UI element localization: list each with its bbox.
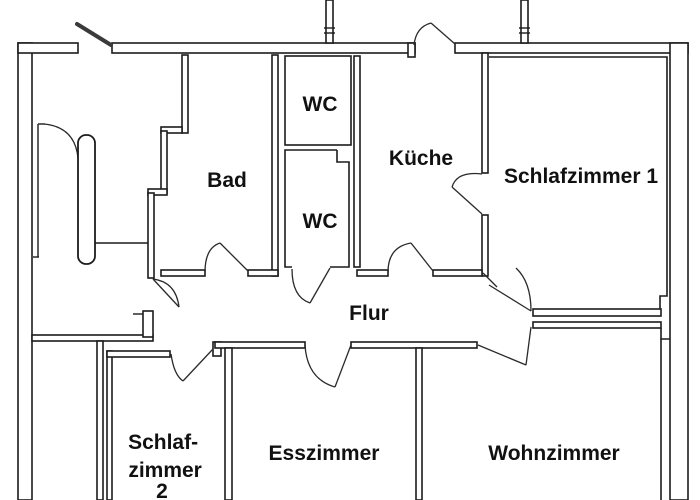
schlafzimmer2-door [170, 348, 214, 382]
room-label-wohnzimmer: Wohnzimmer [488, 442, 619, 465]
room-label-esszimmer: Esszimmer [269, 442, 380, 465]
hall-door-arc [43, 123, 79, 159]
esszimmer-door-arc [304, 344, 336, 388]
bad-door [204, 242, 249, 273]
schlafzimmer2-door-leaf [182, 348, 214, 382]
esszimmer-door-leaf [334, 344, 352, 388]
wc-door-leaf [309, 267, 331, 304]
schlafzimmer1-door-arc [515, 267, 532, 312]
exterior-walls [17, 42, 689, 500]
bad-walls [147, 54, 279, 279]
entrance-door [75, 22, 113, 47]
room-label-wc-bottom: WC [303, 210, 338, 233]
shaft-marks [324, 0, 530, 44]
bad-door-arc [204, 242, 221, 273]
kueche-south-door-leaf [410, 242, 434, 272]
room-label-kueche: Küche [389, 147, 453, 170]
room-label-schlafzimmer1: Schlafzimmer 1 [504, 165, 658, 188]
schlafzimmer2-door-arc [170, 353, 184, 382]
kueche-top-door [413, 22, 456, 46]
entrance-door-leaf [75, 22, 113, 47]
esszimmer-door [304, 344, 352, 388]
kueche-walls [353, 52, 489, 277]
schlafzimmer1-door [482, 267, 532, 312]
kueche-east-door-leaf [451, 186, 483, 215]
wohnzimmer-door-leaf [477, 344, 527, 366]
schlafzimmer1-door-leaf [488, 284, 532, 312]
wc-door-arc [291, 268, 311, 304]
kueche-south-door-arc [387, 242, 412, 273]
flur-west-door-arc [152, 278, 180, 308]
wc-bottom-walls [284, 149, 350, 268]
schlafzimmer1-walls [489, 56, 670, 500]
esszimmer-walls [415, 347, 423, 500]
wc-top-walls [284, 55, 352, 146]
open-door-panel [77, 134, 96, 265]
room-labels: Bad WC WC Küche Schlafzimmer 1 Flur Schl… [128, 93, 658, 500]
room-label-flur: Flur [349, 302, 389, 325]
flur-west-door-leaf [152, 278, 180, 308]
kueche-south-door [387, 242, 434, 273]
wohnzimmer-door [477, 326, 532, 366]
kueche-balcony-door-leaf [430, 22, 456, 45]
room-label-wc-top: WC [303, 93, 338, 116]
room-label-schlafzimmer2: Schlaf- zimmer 2 [128, 431, 208, 500]
schlafzimmer2-walls [96, 340, 233, 500]
kueche-balcony-door-arc [413, 22, 432, 46]
wohnzimmer-door-leaf2 [525, 326, 532, 366]
room-label-bad: Bad [207, 169, 247, 192]
kueche-east-door-arc [451, 172, 483, 188]
kueche-east-door [451, 172, 483, 215]
hall-fixtures [33, 123, 150, 265]
bad-door-leaf [219, 242, 249, 272]
wc-bottom-door [291, 267, 331, 304]
flur-west-door [152, 278, 180, 308]
